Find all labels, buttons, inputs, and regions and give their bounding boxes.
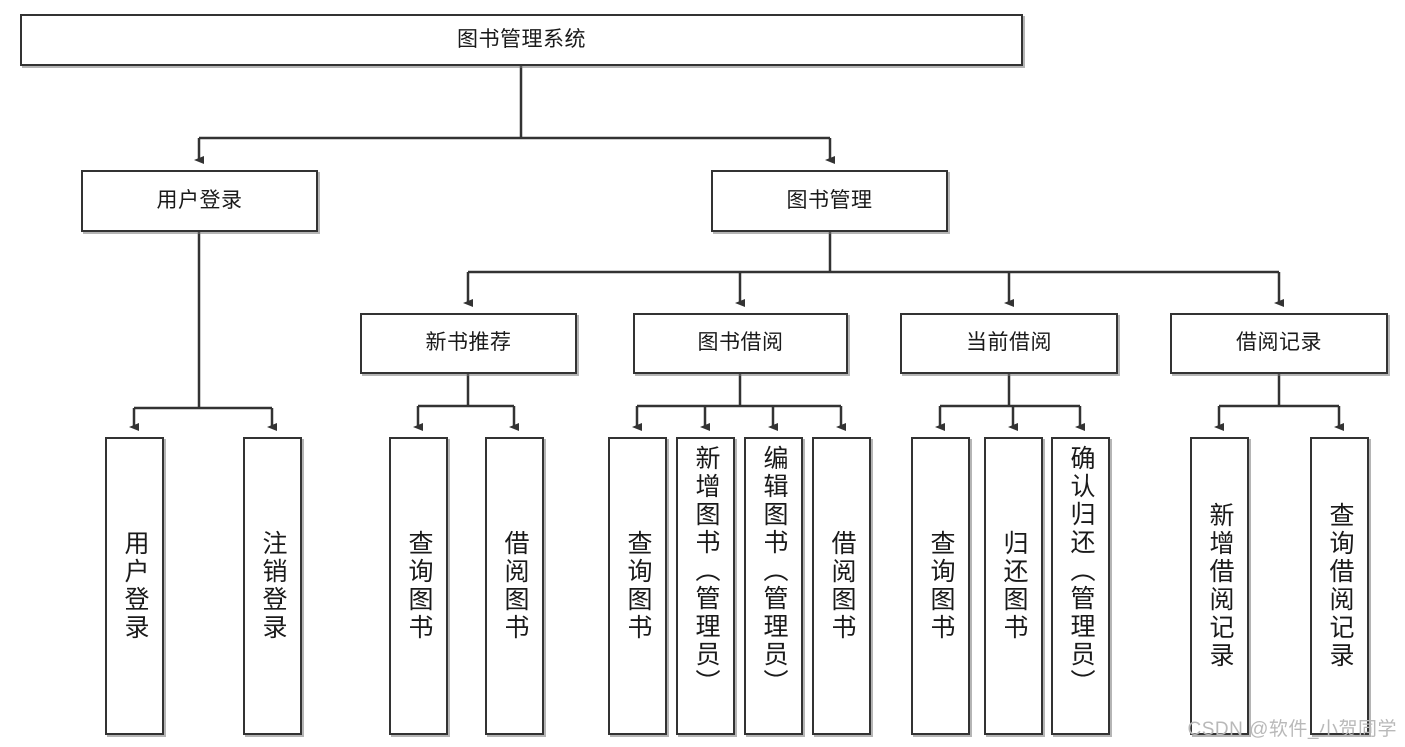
leaf-current-confirm-return-admin[interactable]: 确认归还（管理员） — [1051, 437, 1110, 735]
leaf-recommend-borrow-book-label: 借阅图书 — [501, 530, 529, 642]
node-borrow-records[interactable]: 借阅记录 — [1170, 313, 1388, 374]
leaf-current-confirm-return-admin-label: 确认归还（管理员） — [1067, 445, 1095, 697]
node-book-manage-label: 图书管理 — [786, 188, 873, 212]
leaf-borrow-edit-book-admin-label: 编辑图书（管理员） — [760, 445, 788, 697]
node-user-login[interactable]: 用户登录 — [81, 170, 318, 232]
leaf-current-query-book[interactable]: 查询图书 — [911, 437, 970, 735]
leaf-borrow-lend-book-label: 借阅图书 — [828, 530, 856, 642]
node-root-label: 图书管理系统 — [457, 27, 586, 51]
leaf-borrow-edit-book-admin[interactable]: 编辑图书（管理员） — [744, 437, 803, 735]
leaf-records-query-record-label: 查询借阅记录 — [1326, 502, 1354, 670]
watermark-text: CSDN @软件_小贺同学 — [1187, 719, 1397, 740]
node-borrow-records-label: 借阅记录 — [1236, 331, 1322, 355]
leaf-recommend-borrow-book[interactable]: 借阅图书 — [485, 437, 544, 735]
leaf-borrow-add-book-admin-label: 新增图书（管理员） — [692, 445, 720, 697]
leaf-recommend-query-book-label: 查询图书 — [405, 530, 433, 642]
leaf-user-logout-label: 注销登录 — [259, 530, 287, 642]
node-book-borrow[interactable]: 图书借阅 — [633, 313, 848, 374]
connector-lines — [129, 66, 1344, 431]
node-new-book-recommend[interactable]: 新书推荐 — [360, 313, 577, 374]
node-user-login-label: 用户登录 — [156, 188, 243, 212]
leaf-records-add-record[interactable]: 新增借阅记录 — [1190, 437, 1249, 735]
leaf-records-add-record-label: 新增借阅记录 — [1206, 502, 1234, 670]
leaf-user-logout[interactable]: 注销登录 — [243, 437, 302, 735]
leaf-borrow-lend-book[interactable]: 借阅图书 — [812, 437, 871, 735]
leaf-user-login-label: 用户登录 — [121, 530, 149, 642]
leaf-current-query-book-label: 查询图书 — [927, 530, 955, 642]
leaf-borrow-query-book[interactable]: 查询图书 — [608, 437, 667, 735]
leaf-recommend-query-book[interactable]: 查询图书 — [389, 437, 448, 735]
node-book-manage[interactable]: 图书管理 — [711, 170, 948, 232]
leaf-records-query-record[interactable]: 查询借阅记录 — [1310, 437, 1369, 735]
leaf-current-return-book-label: 归还图书 — [1000, 530, 1028, 642]
leaf-borrow-add-book-admin[interactable]: 新增图书（管理员） — [676, 437, 735, 735]
node-new-book-recommend-label: 新书推荐 — [425, 331, 512, 355]
node-book-borrow-label: 图书借阅 — [697, 331, 784, 355]
leaf-user-login[interactable]: 用户登录 — [105, 437, 164, 735]
node-current-borrow-label: 当前借阅 — [966, 331, 1052, 355]
leaf-borrow-query-book-label: 查询图书 — [624, 530, 652, 642]
node-current-borrow[interactable]: 当前借阅 — [900, 313, 1118, 374]
leaf-current-return-book[interactable]: 归还图书 — [984, 437, 1043, 735]
node-root[interactable]: 图书管理系统 — [20, 14, 1023, 66]
